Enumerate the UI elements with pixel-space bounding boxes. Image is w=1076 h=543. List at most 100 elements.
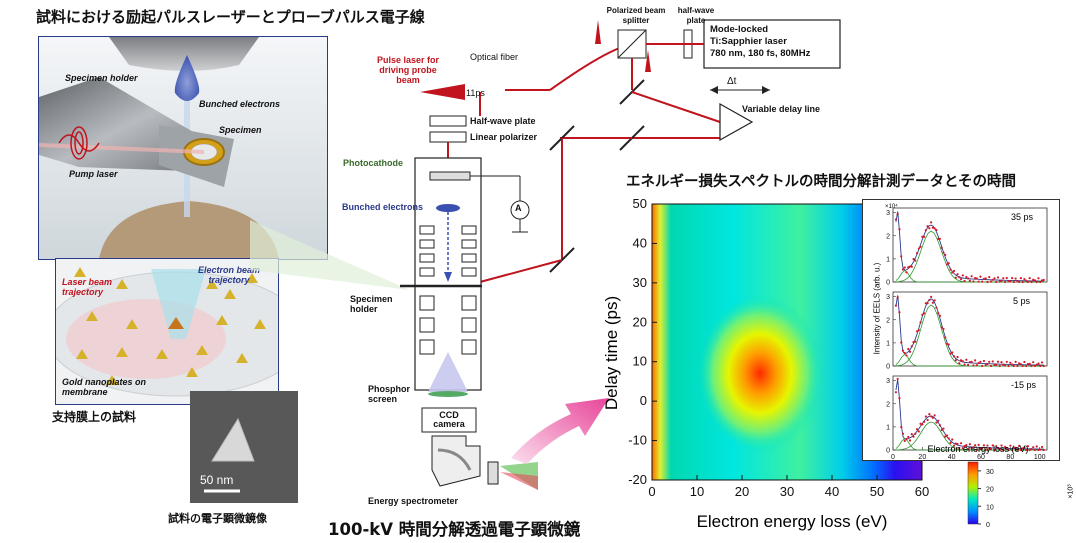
inset-data-point — [1007, 448, 1010, 452]
inset-data-point — [966, 277, 970, 280]
inset-data-point — [938, 314, 942, 317]
inset-data-point — [1030, 447, 1033, 451]
inset-data-point — [998, 364, 1001, 368]
inset-data-point — [961, 447, 964, 450]
inset-data-point — [968, 443, 971, 446]
column-specimen-holder-label: Specimen holder — [350, 294, 393, 314]
inset-data-point — [981, 280, 984, 283]
inset-data-point — [1032, 446, 1035, 449]
inset-data-point — [1014, 360, 1017, 363]
inset-data-point — [977, 443, 980, 446]
inset-data-point — [949, 352, 952, 355]
inset-ytick-label: 0 — [886, 364, 890, 371]
inset-data-point — [921, 423, 924, 426]
laser-box — [703, 19, 841, 69]
inset-data-point — [965, 358, 968, 361]
inset-data-point — [1019, 363, 1022, 366]
heatmap-ylabel: Delay time (ps) — [602, 295, 621, 411]
inset-data-point — [1010, 277, 1014, 280]
specimen-holder-label: Specimen holder — [65, 73, 138, 83]
photocathode-icon — [429, 171, 471, 181]
inset-data-point — [922, 235, 926, 238]
inset-data-point — [1026, 280, 1030, 284]
pulse-laser-label: Pulse laser for driving probe beam — [376, 55, 440, 85]
inset-data-point — [1002, 448, 1005, 452]
heatmap-xtick-label: 0 — [648, 484, 655, 499]
heatmap-ytick-label: 40 — [633, 235, 647, 250]
inset-component-line — [895, 304, 1046, 367]
delay-line-prism — [719, 102, 754, 142]
delay-line-label: Variable delay line — [742, 104, 821, 114]
inset-data-point — [1035, 363, 1038, 366]
inset-data-point — [937, 312, 940, 315]
inset-data-point — [908, 439, 912, 442]
inset-xtick-label: 60 — [977, 454, 985, 460]
inset-data-point — [1002, 363, 1005, 366]
inset-data-point — [1010, 363, 1014, 366]
inset-data-point — [903, 266, 906, 269]
inset-data-point — [993, 277, 996, 280]
gold-nanoplates-icons — [74, 267, 266, 385]
inset-data-point — [1003, 280, 1007, 284]
inset-data-point — [919, 422, 922, 425]
beam-splitter-label: Polarized beam splitter — [606, 6, 666, 25]
inset-data-point — [1003, 445, 1007, 449]
pump-laser-icon — [58, 126, 100, 160]
pump-laser-label: Pump laser — [69, 169, 118, 179]
inset-data-point — [1007, 364, 1010, 368]
inset-component-line — [895, 353, 1046, 367]
inset-data-point — [1007, 280, 1010, 283]
inset-fit-line — [895, 211, 1044, 282]
inset-data-point — [931, 226, 934, 229]
inset-data-point — [944, 253, 947, 256]
inset-data-point — [894, 304, 898, 307]
inset-data-point — [928, 298, 931, 302]
inset-data-point — [912, 435, 915, 438]
inset-data-point — [1042, 448, 1045, 452]
inset-data-point — [998, 448, 1001, 451]
column-bunched-electrons — [436, 204, 460, 212]
inset-label-35ps: 35 ps — [1011, 212, 1034, 222]
inset-data-point — [975, 448, 978, 452]
inset-data-point — [993, 363, 996, 367]
inset-data-point — [981, 447, 984, 450]
lower-pole-piece — [99, 201, 279, 259]
heatmap-xtick-label: 20 — [735, 484, 749, 499]
inset-data-point — [914, 340, 917, 343]
ammeter-label: A — [515, 203, 522, 213]
inset-ytick-label: 2 — [886, 233, 890, 240]
inset-data-point — [947, 262, 950, 265]
energy-spectrometer-label: Energy spectrometer — [368, 496, 459, 506]
inset-data-point — [1016, 448, 1019, 452]
inset-data-point — [1023, 278, 1026, 281]
inset-ytick-label: 3 — [886, 378, 890, 385]
phosphor-screen-label: Phosphor screen — [368, 384, 410, 404]
inset-data-point — [896, 213, 899, 216]
inset-data-point — [935, 421, 938, 424]
inset-data-point — [989, 364, 993, 368]
inset-data-point — [958, 446, 961, 450]
pulse-width-label: 11ps — [466, 88, 485, 98]
inset-data-point — [1000, 361, 1003, 364]
inset-component-line — [895, 269, 1046, 283]
inset-data-point — [959, 359, 963, 362]
inset-data-point — [996, 276, 1000, 279]
membrane-illustration — [56, 259, 278, 404]
inset-data-point — [1037, 277, 1040, 280]
half-wave-plate-label: Half-wave plate — [470, 116, 536, 126]
inset-fit-line — [895, 379, 1044, 450]
inset-data-point — [979, 360, 982, 363]
inset-data-point — [1026, 362, 1030, 366]
inset-data-point — [954, 359, 957, 362]
bottom-title: 100-kV 時間分解透過電子顕微鏡 — [328, 520, 581, 539]
inset-component-line — [895, 230, 1046, 283]
colorbar-tick-label: 10 — [986, 504, 994, 511]
inset-data-point — [1014, 277, 1017, 280]
inset-data-point — [993, 448, 996, 452]
inset-data-point — [1042, 278, 1045, 282]
inset-data-point — [949, 441, 952, 444]
tem-image-title: 試料の電子顕微鏡像 — [168, 512, 267, 525]
inset-data-point — [1028, 277, 1031, 280]
inset-data-point — [974, 276, 977, 280]
